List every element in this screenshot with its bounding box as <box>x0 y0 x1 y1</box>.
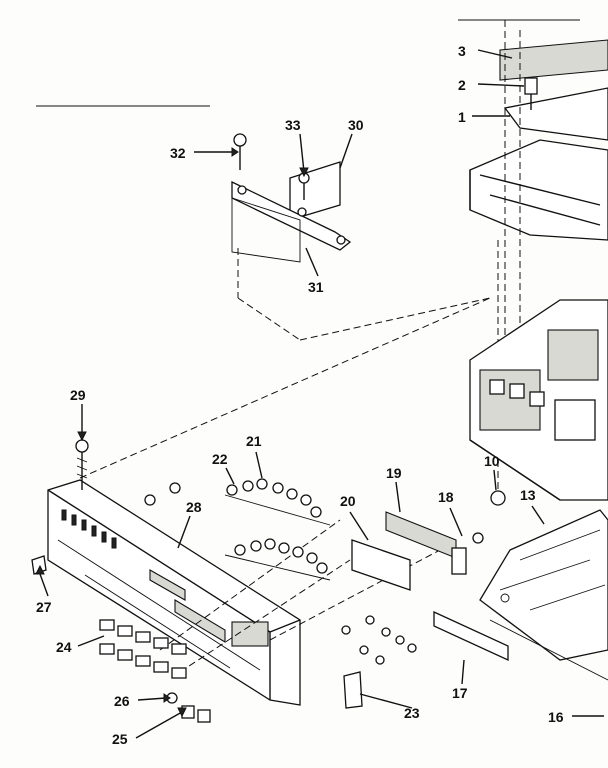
part-23-clip <box>343 671 363 709</box>
callout-33: 33 <box>285 117 301 133</box>
callout-28: 28 <box>186 499 202 515</box>
part-16-edge <box>489 619 608 681</box>
part-24-buttons <box>99 619 187 679</box>
part-1-bracket <box>503 87 608 141</box>
part-13-board <box>479 509 608 661</box>
part-31-bracket <box>231 180 352 251</box>
part-27-knob <box>31 555 47 575</box>
part-10-washer <box>490 490 506 506</box>
callout-17: 17 <box>452 685 468 701</box>
part-17-holder <box>433 610 509 662</box>
callout-31: 31 <box>308 279 324 295</box>
part-20-holder <box>351 539 411 591</box>
callout-23: 23 <box>404 705 420 721</box>
callout-27: 27 <box>36 599 52 615</box>
callout-13: 13 <box>520 487 536 503</box>
part-18-clip <box>451 547 467 575</box>
screw-set-right <box>341 615 417 665</box>
callout-18: 18 <box>438 489 454 505</box>
callout-22: 22 <box>212 451 228 467</box>
callout-32: 32 <box>170 145 186 161</box>
arrowheads <box>35 147 309 718</box>
callout-16: 16 <box>548 709 564 725</box>
part-32-screw <box>233 133 247 147</box>
part-29-screw <box>75 439 89 490</box>
callout-3: 3 <box>458 43 466 59</box>
part-2-screw <box>524 77 538 95</box>
callout-10: 10 <box>484 453 500 469</box>
callout-20: 20 <box>340 493 356 509</box>
upper-bracket-assembly <box>231 133 491 341</box>
leader-lines <box>39 49 604 739</box>
callout-29: 29 <box>70 387 86 403</box>
part-19-holder <box>385 511 457 559</box>
part-21-22-springs <box>224 478 331 581</box>
callout-24: 24 <box>56 639 72 655</box>
callout-labels: 3 2 1 32 33 30 31 29 21 22 28 19 20 18 1… <box>36 43 564 747</box>
circuit-board-assembly <box>479 509 608 681</box>
callout-30: 30 <box>348 117 364 133</box>
callout-1: 1 <box>458 109 466 125</box>
mechanism-block <box>469 299 608 506</box>
chassis-assembly <box>469 20 608 490</box>
front-panel-assembly <box>47 297 491 706</box>
callout-2: 2 <box>458 77 466 93</box>
part-3-top-cover <box>499 39 608 81</box>
callout-25: 25 <box>112 731 128 747</box>
callout-19: 19 <box>386 465 402 481</box>
screw-set-left <box>144 482 181 506</box>
callout-26: 26 <box>114 693 130 709</box>
callout-21: 21 <box>246 433 262 449</box>
